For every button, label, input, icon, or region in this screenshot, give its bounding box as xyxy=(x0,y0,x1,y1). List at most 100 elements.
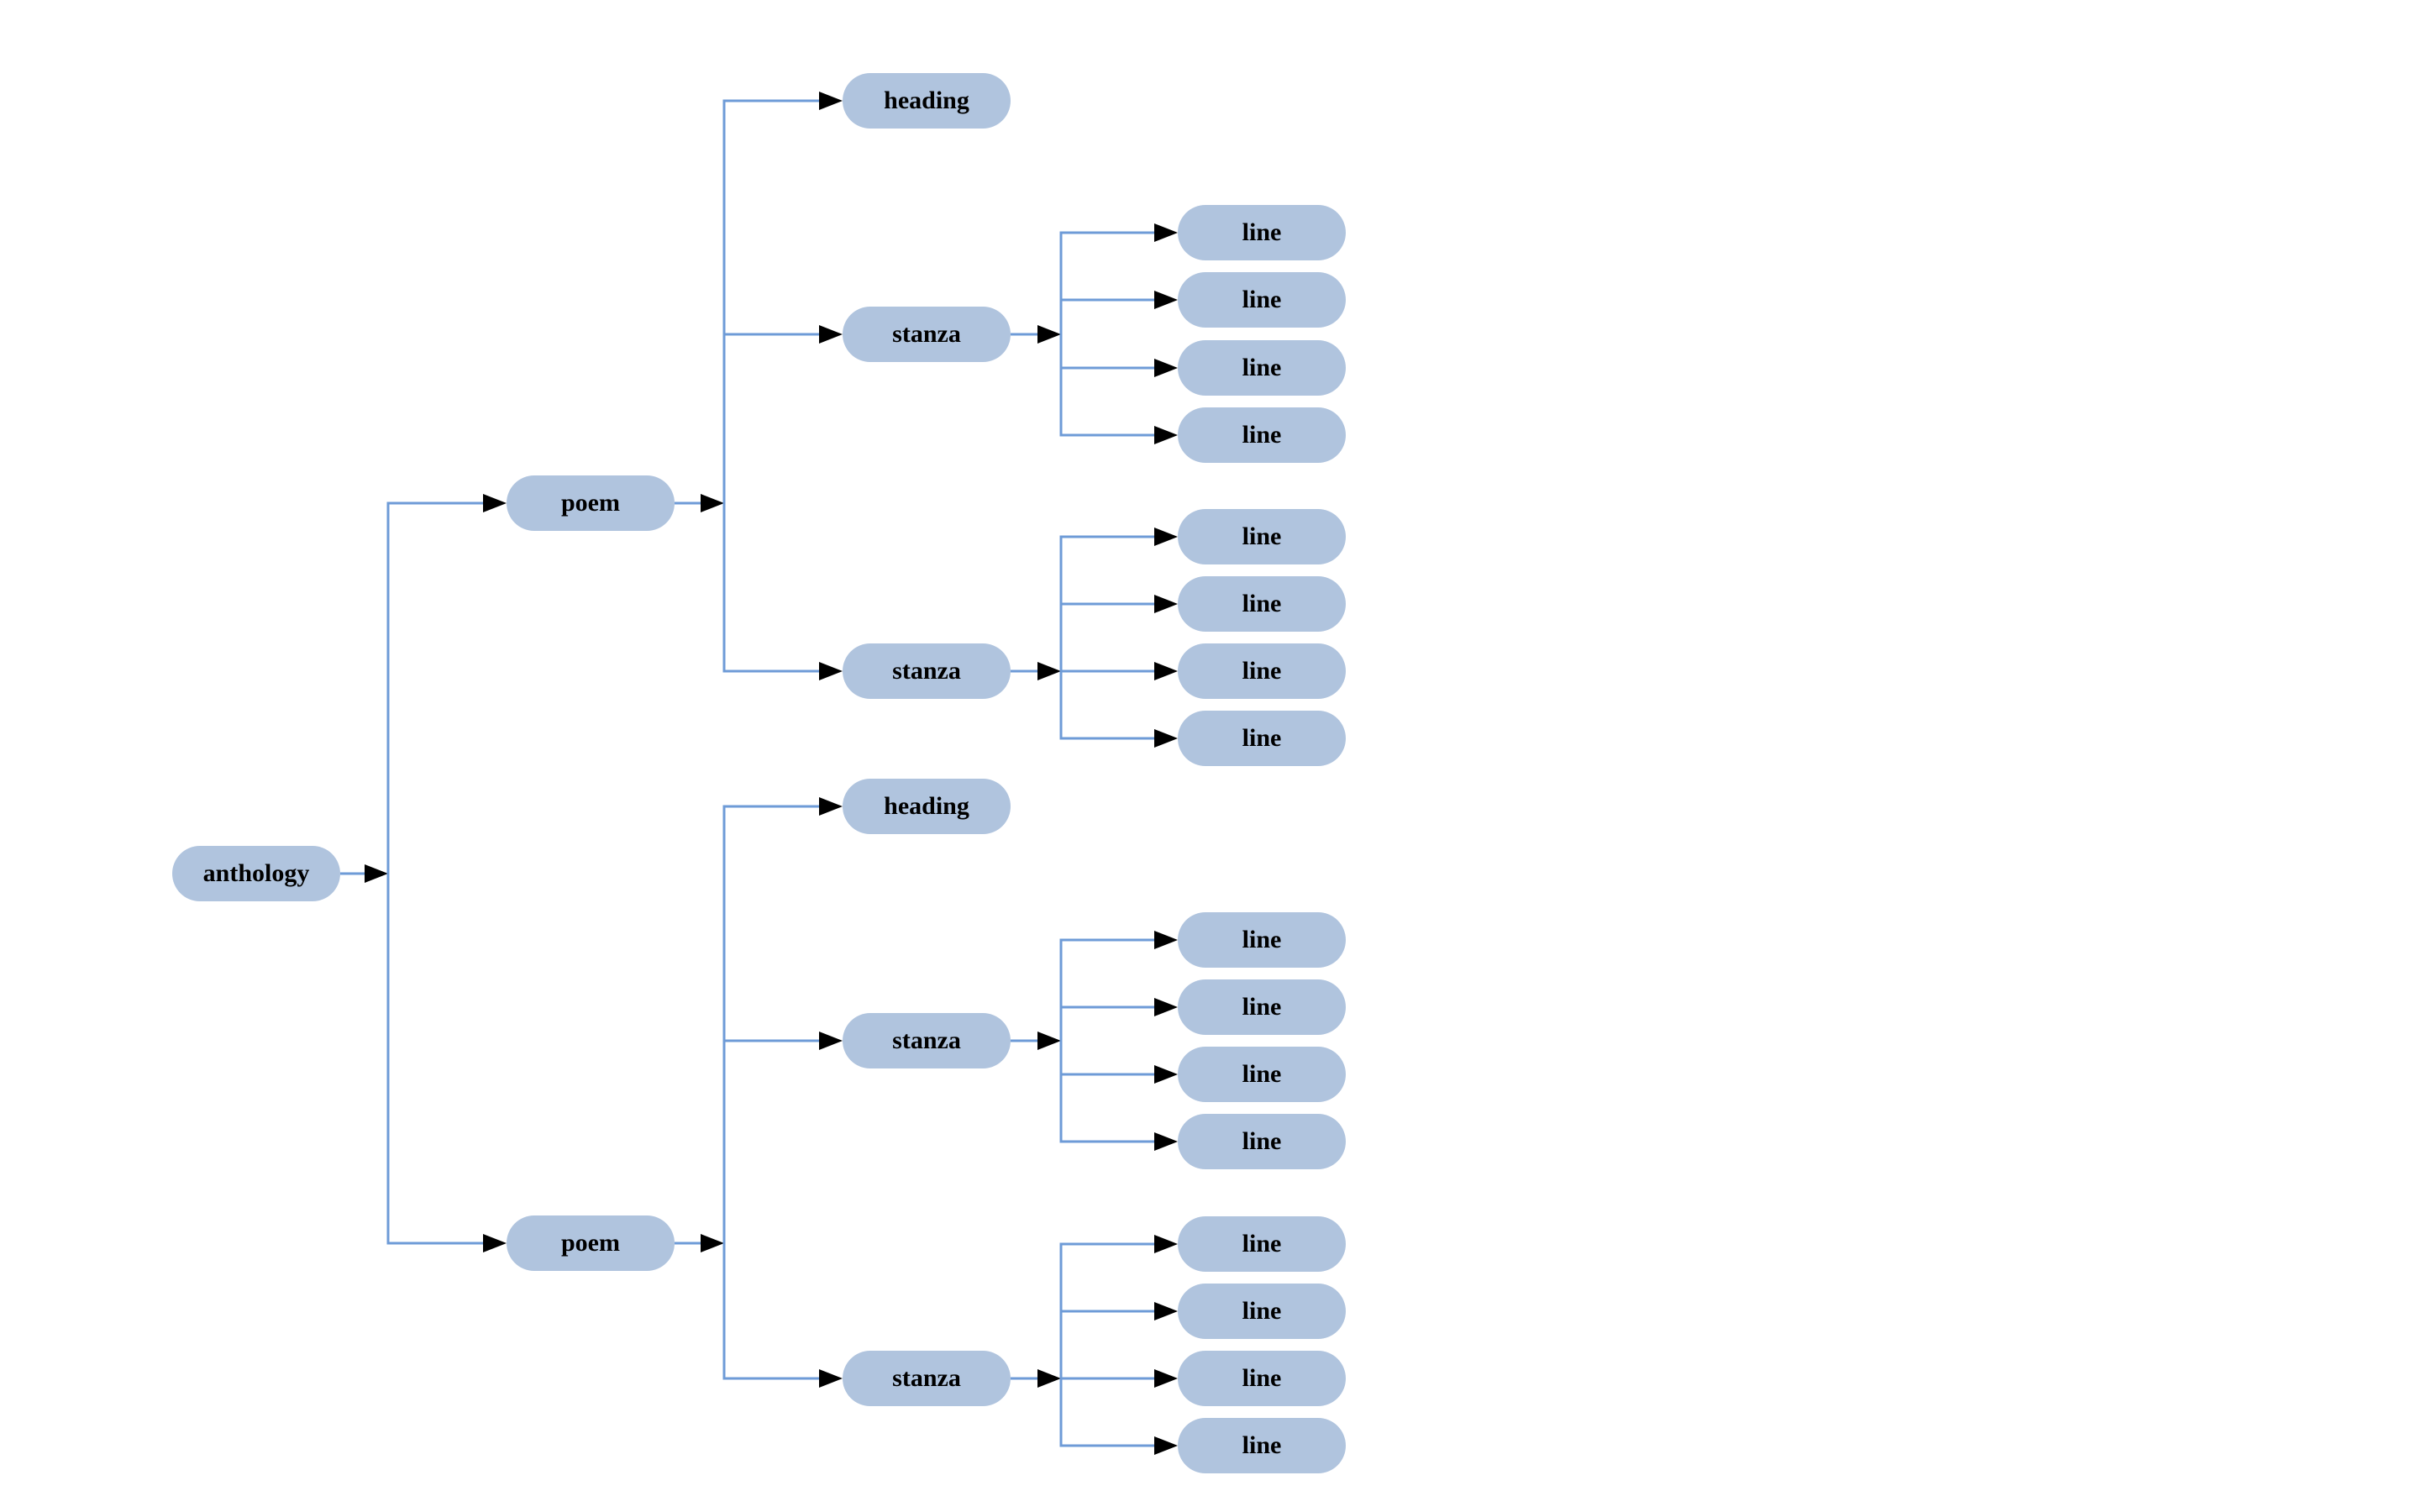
arrowhead xyxy=(1154,528,1178,546)
node-heading-2: heading xyxy=(843,779,1011,834)
arrowhead xyxy=(819,1369,843,1388)
node-label: line xyxy=(1242,1060,1282,1088)
node-label: line xyxy=(1242,1431,1282,1459)
node-label: line xyxy=(1242,421,1282,449)
edge-in-line-3-4 xyxy=(1061,1132,1178,1151)
arrowhead xyxy=(1154,1302,1178,1320)
edge-anthology-out xyxy=(340,864,388,883)
arrowhead xyxy=(1154,1235,1178,1253)
arrowhead xyxy=(1154,998,1178,1016)
edge-in-stanza-4 xyxy=(724,1369,843,1388)
arrowhead xyxy=(819,325,843,344)
edge-stanza-1-out xyxy=(1011,325,1061,344)
arrowhead xyxy=(1154,1065,1178,1084)
arrowhead xyxy=(1154,359,1178,377)
node-line-2-1: line xyxy=(1178,509,1346,564)
node-label: stanza xyxy=(892,1364,961,1392)
edge-in-stanza-1 xyxy=(724,325,843,344)
node-stanza-2: stanza xyxy=(843,643,1011,699)
edge-stanza-2-out xyxy=(1011,662,1061,680)
arrowhead xyxy=(819,92,843,110)
node-stanza-4: stanza xyxy=(843,1351,1011,1406)
node-poem-1: poem xyxy=(507,475,675,531)
node-label: line xyxy=(1242,993,1282,1021)
edge-in-line-3-2 xyxy=(1061,998,1178,1016)
node-label: line xyxy=(1242,724,1282,752)
edge-in-line-2-4 xyxy=(1061,729,1178,748)
arrowhead xyxy=(1154,1132,1178,1151)
node-line-3-4: line xyxy=(1178,1114,1346,1169)
arrowhead xyxy=(701,1234,724,1252)
node-label: line xyxy=(1242,1230,1282,1257)
node-poem-2: poem xyxy=(507,1215,675,1271)
node-label: poem xyxy=(561,1229,620,1257)
edge-stanza-3-out xyxy=(1011,1032,1061,1050)
node-line-1-1: line xyxy=(1178,205,1346,260)
arrowhead xyxy=(1154,223,1178,242)
node-label: line xyxy=(1242,354,1282,381)
arrowhead xyxy=(1154,595,1178,613)
node-line-2-4: line xyxy=(1178,711,1346,766)
arrowhead xyxy=(1037,662,1061,680)
node-line-4-1: line xyxy=(1178,1216,1346,1272)
node-line-1-3: line xyxy=(1178,340,1346,396)
node-label: line xyxy=(1242,522,1282,550)
arrowhead xyxy=(1037,325,1061,344)
node-line-2-3: line xyxy=(1178,643,1346,699)
edge-in-line-4-1 xyxy=(1061,1235,1178,1253)
node-label: line xyxy=(1242,1297,1282,1325)
edge-in-line-4-3 xyxy=(1061,1369,1178,1388)
node-label: line xyxy=(1242,926,1282,953)
arrowhead xyxy=(365,864,388,883)
node-line-1-2: line xyxy=(1178,272,1346,328)
arrowhead xyxy=(819,1032,843,1050)
node-label: line xyxy=(1242,657,1282,685)
node-line-3-3: line xyxy=(1178,1047,1346,1102)
node-label: stanza xyxy=(892,1026,961,1054)
node-line-4-2: line xyxy=(1178,1284,1346,1339)
node-anthology: anthology xyxy=(172,846,340,901)
edge-poem-1-out xyxy=(675,494,724,512)
edge-in-line-3-3 xyxy=(1061,1065,1178,1084)
edge-in-poem-2 xyxy=(388,1234,507,1252)
edge-stanza-4-out xyxy=(1011,1369,1061,1388)
arrowhead xyxy=(701,494,724,512)
edge-in-line-1-4 xyxy=(1061,426,1178,444)
edge-in-line-2-2 xyxy=(1061,595,1178,613)
node-line-1-4: line xyxy=(1178,407,1346,463)
node-label: heading xyxy=(884,87,969,114)
node-line-4-4: line xyxy=(1178,1418,1346,1473)
node-label: line xyxy=(1242,1127,1282,1155)
node-stanza-3: stanza xyxy=(843,1013,1011,1068)
edge-in-line-1-3 xyxy=(1061,359,1178,377)
edge-poem-2-out xyxy=(675,1234,724,1252)
edge-in-line-1-2 xyxy=(1061,291,1178,309)
arrowhead xyxy=(1154,729,1178,748)
node-line-4-3: line xyxy=(1178,1351,1346,1406)
arrowhead xyxy=(1037,1369,1061,1388)
arrowhead xyxy=(1154,291,1178,309)
edge-in-stanza-3 xyxy=(724,1032,843,1050)
node-label: anthology xyxy=(202,859,310,887)
node-stanza-1: stanza xyxy=(843,307,1011,362)
node-label: line xyxy=(1242,590,1282,617)
edge-in-heading-2 xyxy=(724,797,843,816)
arrowhead xyxy=(1037,1032,1061,1050)
arrowhead xyxy=(1154,426,1178,444)
edge-in-line-4-4 xyxy=(1061,1436,1178,1455)
node-heading-1: heading xyxy=(843,73,1011,129)
edge-in-line-2-3 xyxy=(1061,662,1178,680)
node-line-3-1: line xyxy=(1178,912,1346,968)
arrowhead xyxy=(1154,662,1178,680)
arrowhead xyxy=(819,797,843,816)
edge-in-line-3-1 xyxy=(1061,931,1178,949)
node-label: stanza xyxy=(892,320,961,348)
arrowhead xyxy=(819,662,843,680)
edge-in-heading-1 xyxy=(724,92,843,110)
arrowhead xyxy=(483,1234,507,1252)
node-label: heading xyxy=(884,792,969,820)
node-label: poem xyxy=(561,489,620,517)
node-line-3-2: line xyxy=(1178,979,1346,1035)
edge-in-poem-1 xyxy=(388,494,507,512)
